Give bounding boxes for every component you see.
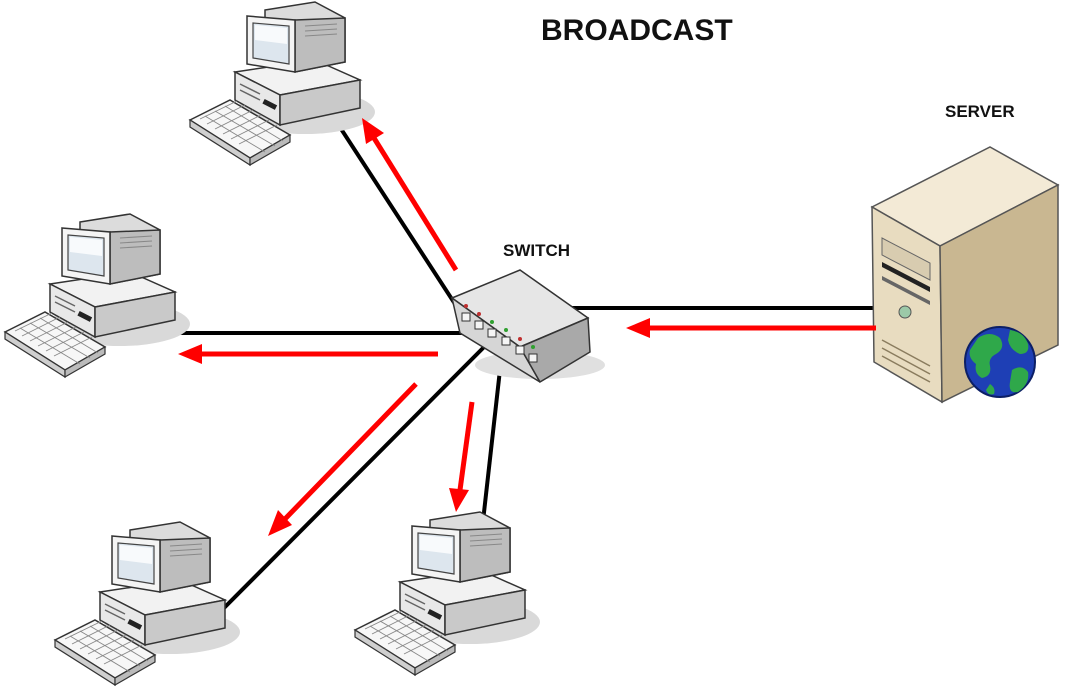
- server-label: SERVER: [945, 102, 1015, 121]
- cable-switch-pc-bottom-left: [213, 336, 495, 619]
- cable-switch-pc-top: [330, 113, 472, 329]
- arrow-switch-to-pc-bottom-left: [268, 382, 418, 536]
- diagram-title: BROADCAST: [541, 14, 733, 47]
- switch-label: SWITCH: [503, 241, 571, 260]
- network-switch-icon: [450, 269, 605, 384]
- computer-icon-bottom-left: [54, 521, 241, 686]
- computer-icon-left: [4, 213, 191, 378]
- computer-icon-bottom-middle: [354, 511, 541, 676]
- arrow-switch-to-pc-top: [362, 118, 459, 272]
- arrow-switch-to-pc-bottom-middle: [449, 401, 475, 512]
- arrow-switch-to-pc-left: [178, 344, 438, 364]
- globe-icon: [964, 326, 1036, 398]
- arrow-server-to-switch: [626, 318, 876, 338]
